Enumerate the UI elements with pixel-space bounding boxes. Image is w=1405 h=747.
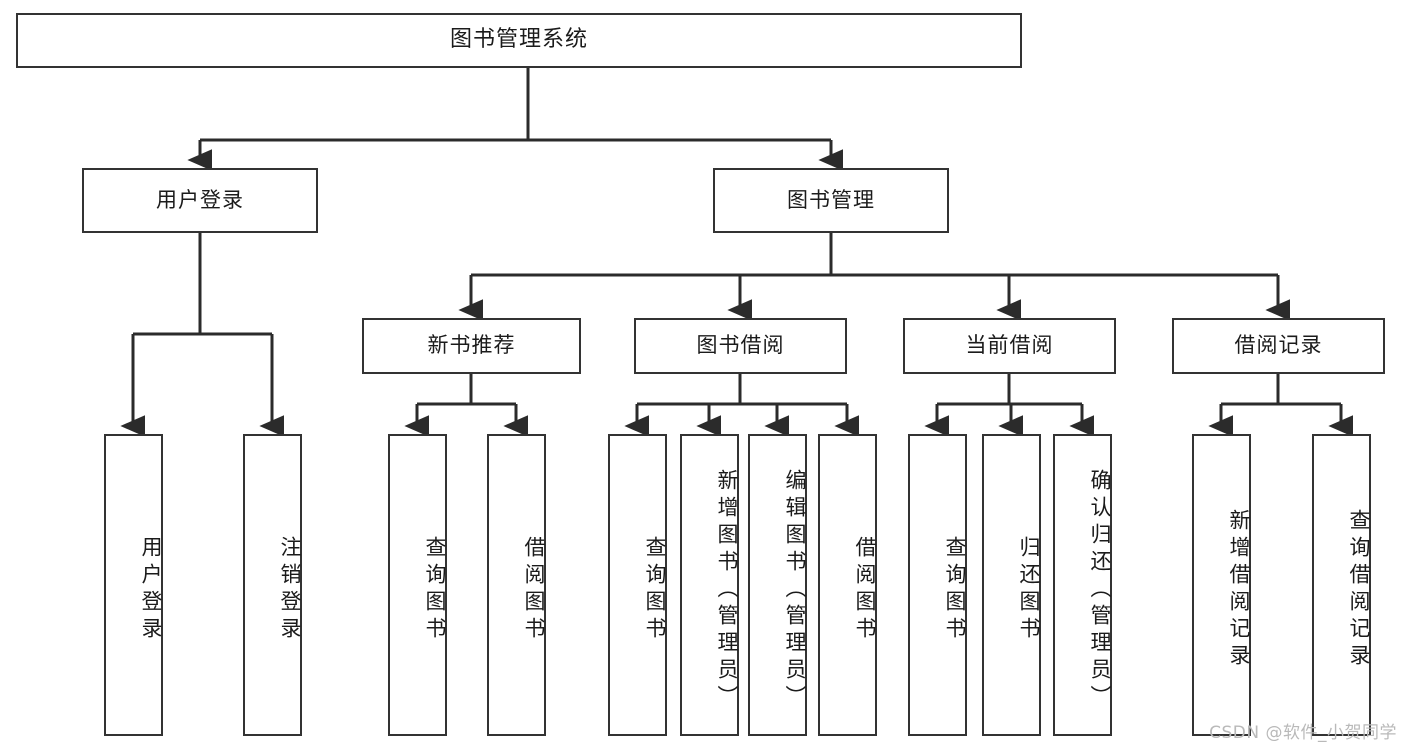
node-user-login[interactable]: 用户登录: [82, 168, 318, 233]
node-label: 查询图书: [943, 536, 967, 644]
node-leaf-borrow-book-recommend[interactable]: 借阅图书: [487, 434, 546, 736]
node-leaf-add-book-admin[interactable]: 新增图书（管理员）: [680, 434, 739, 736]
node-leaf-user-login[interactable]: 用户登录: [104, 434, 163, 736]
node-label: 新增图书（管理员）: [715, 468, 739, 712]
node-label: 用户登录: [156, 187, 244, 212]
node-leaf-query-book-current[interactable]: 查询图书: [908, 434, 967, 736]
node-label: 借阅记录: [1234, 333, 1323, 358]
node-label: 图书借阅: [696, 333, 785, 358]
node-book-borrow[interactable]: 图书借阅: [634, 318, 847, 374]
node-label: 借阅图书: [522, 536, 546, 644]
node-label: 借阅图书: [853, 536, 877, 644]
node-label: 注销登录: [278, 536, 302, 644]
node-label: 新书推荐: [427, 333, 516, 358]
node-label: 图书管理: [787, 187, 875, 212]
node-label: 归还图书: [1017, 536, 1041, 644]
node-leaf-query-book-borrow[interactable]: 查询图书: [608, 434, 667, 736]
node-leaf-query-book-recommend[interactable]: 查询图书: [388, 434, 447, 736]
node-label: 查询借阅记录: [1347, 509, 1371, 671]
node-root-system[interactable]: 图书管理系统: [16, 13, 1022, 68]
node-label: 查询图书: [423, 536, 447, 644]
node-label: 用户登录: [139, 536, 163, 644]
node-leaf-edit-book-admin[interactable]: 编辑图书（管理员）: [748, 434, 807, 736]
node-leaf-return-book[interactable]: 归还图书: [982, 434, 1041, 736]
node-leaf-query-borrow-record[interactable]: 查询借阅记录: [1312, 434, 1371, 736]
node-label: 查询图书: [643, 536, 667, 644]
node-leaf-user-logout[interactable]: 注销登录: [243, 434, 302, 736]
node-label: 当前借阅: [965, 333, 1054, 358]
node-borrow-record[interactable]: 借阅记录: [1172, 318, 1385, 374]
node-leaf-add-borrow-record[interactable]: 新增借阅记录: [1192, 434, 1251, 736]
node-leaf-confirm-return-admin[interactable]: 确认归还（管理员）: [1053, 434, 1112, 736]
node-new-book-recommend[interactable]: 新书推荐: [362, 318, 581, 374]
node-label: 编辑图书（管理员）: [783, 468, 807, 712]
node-book-manage[interactable]: 图书管理: [713, 168, 949, 233]
node-label: 图书管理系统: [449, 27, 588, 53]
node-current-borrow[interactable]: 当前借阅: [903, 318, 1116, 374]
watermark-text: CSDN @软件_小贺同学: [1209, 723, 1397, 743]
node-label: 确认归还（管理员）: [1088, 468, 1112, 712]
node-leaf-borrow-book[interactable]: 借阅图书: [818, 434, 877, 736]
node-label: 新增借阅记录: [1227, 509, 1251, 671]
